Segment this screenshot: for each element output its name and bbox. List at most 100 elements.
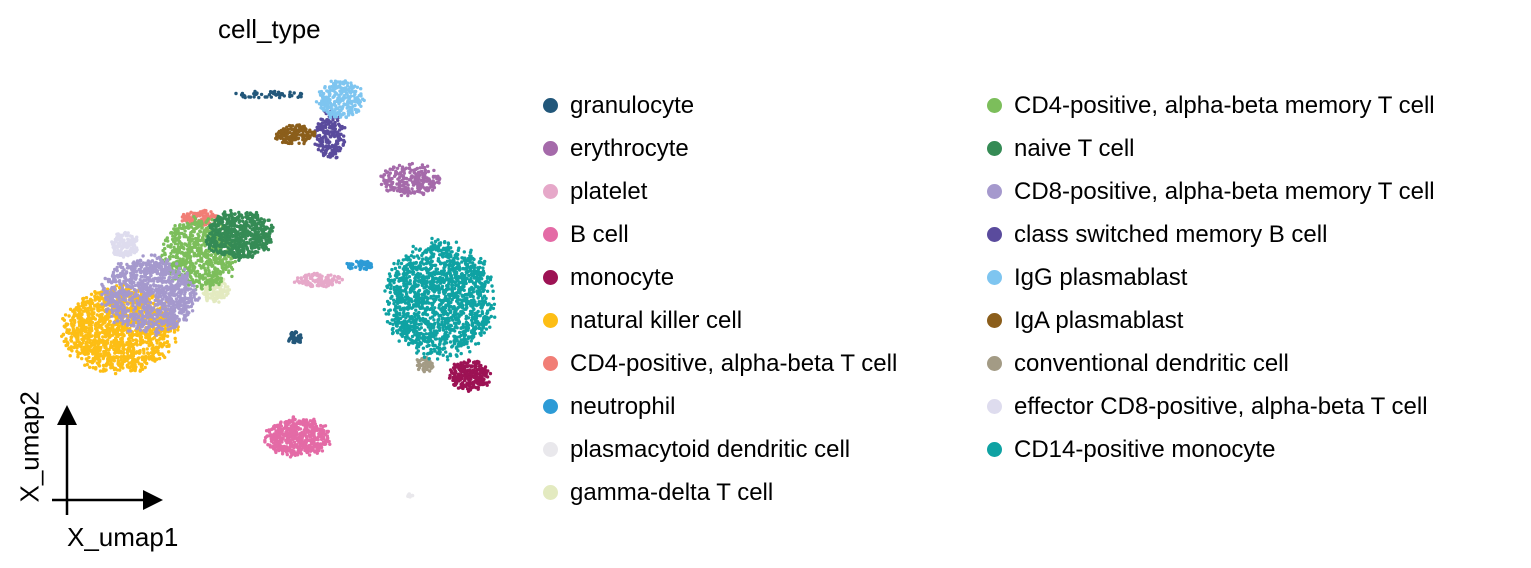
- data-point: [156, 345, 161, 350]
- data-point: [269, 90, 274, 95]
- data-point: [253, 225, 257, 230]
- data-point: [219, 250, 224, 254]
- data-point: [138, 342, 143, 347]
- data-point: [125, 350, 130, 354]
- data-point: [87, 355, 91, 360]
- data-point: [488, 371, 493, 376]
- data-point: [97, 332, 101, 336]
- data-point: [216, 219, 220, 223]
- data-point: [422, 165, 427, 170]
- data-point: [307, 453, 312, 457]
- data-point: [187, 266, 191, 270]
- data-point: [115, 368, 120, 372]
- data-point: [349, 262, 353, 266]
- data-point: [181, 257, 185, 261]
- data-point: [432, 183, 436, 187]
- data-point: [194, 239, 199, 243]
- data-point: [273, 89, 277, 94]
- data-point: [409, 175, 413, 179]
- data-point: [198, 250, 202, 254]
- data-point: [86, 332, 90, 337]
- data-point: [155, 256, 159, 261]
- data-point: [288, 336, 292, 340]
- data-point: [143, 340, 147, 344]
- data-point: [138, 269, 143, 273]
- data-point: [325, 434, 329, 438]
- data-point: [178, 235, 182, 239]
- data-point: [479, 370, 483, 374]
- data-point: [200, 226, 204, 230]
- data-point: [277, 95, 282, 100]
- data-point: [162, 332, 166, 337]
- data-point: [420, 182, 425, 186]
- data-point: [418, 166, 422, 170]
- data-point: [144, 261, 148, 265]
- data-point: [245, 245, 249, 249]
- data-point: [218, 243, 222, 247]
- data-point: [223, 226, 227, 231]
- data-point: [302, 275, 306, 279]
- data-point: [182, 260, 186, 264]
- data-point: [336, 275, 340, 279]
- data-point: [142, 321, 147, 326]
- data-point: [240, 216, 244, 220]
- data-point: [148, 284, 153, 288]
- data-point: [228, 242, 232, 247]
- data-point: [243, 231, 248, 235]
- data-point: [266, 233, 270, 237]
- data-point: [252, 92, 256, 96]
- data-point: [65, 343, 70, 347]
- data-point: [150, 296, 154, 300]
- data-point: [271, 225, 275, 230]
- data-point: [96, 341, 100, 346]
- data-point: [112, 320, 116, 325]
- data-point: [163, 252, 167, 257]
- data-point: [162, 276, 166, 280]
- data-point: [119, 318, 124, 322]
- data-point: [274, 450, 278, 455]
- data-point: [193, 217, 198, 221]
- data-point: [362, 267, 366, 271]
- data-point: [263, 233, 267, 237]
- data-point: [163, 264, 168, 268]
- data-point: [186, 296, 190, 301]
- data-point: [473, 385, 478, 390]
- data-point: [195, 225, 199, 230]
- data-point: [456, 374, 460, 379]
- data-point: [400, 183, 405, 188]
- data-point: [365, 260, 369, 264]
- data-point: [70, 323, 74, 328]
- data-point: [133, 305, 138, 309]
- data-point: [244, 211, 248, 216]
- data-point: [82, 335, 86, 339]
- data-point: [207, 257, 212, 262]
- data-point: [482, 382, 486, 386]
- data-point: [84, 340, 89, 344]
- data-point: [226, 285, 230, 289]
- data-point: [278, 93, 282, 97]
- data-point: [215, 261, 219, 265]
- data-point: [453, 374, 457, 378]
- data-point: [153, 276, 157, 281]
- data-point: [308, 449, 313, 453]
- data-point: [209, 253, 214, 257]
- data-point: [189, 231, 193, 235]
- data-point: [296, 427, 300, 431]
- data-point: [326, 280, 330, 285]
- data-point: [467, 368, 472, 372]
- data-point: [406, 493, 411, 497]
- data-point: [252, 95, 256, 99]
- data-point: [250, 213, 255, 218]
- data-point: [483, 365, 488, 369]
- data-point: [212, 257, 216, 262]
- data-point: [278, 446, 283, 451]
- data-point: [86, 359, 90, 363]
- data-point: [133, 342, 137, 346]
- data-point: [234, 230, 238, 234]
- data-point: [174, 340, 178, 344]
- data-point: [179, 251, 183, 255]
- data-point: [220, 218, 224, 223]
- data-point: [92, 350, 96, 354]
- data-point: [467, 358, 471, 362]
- data-point: [192, 280, 197, 284]
